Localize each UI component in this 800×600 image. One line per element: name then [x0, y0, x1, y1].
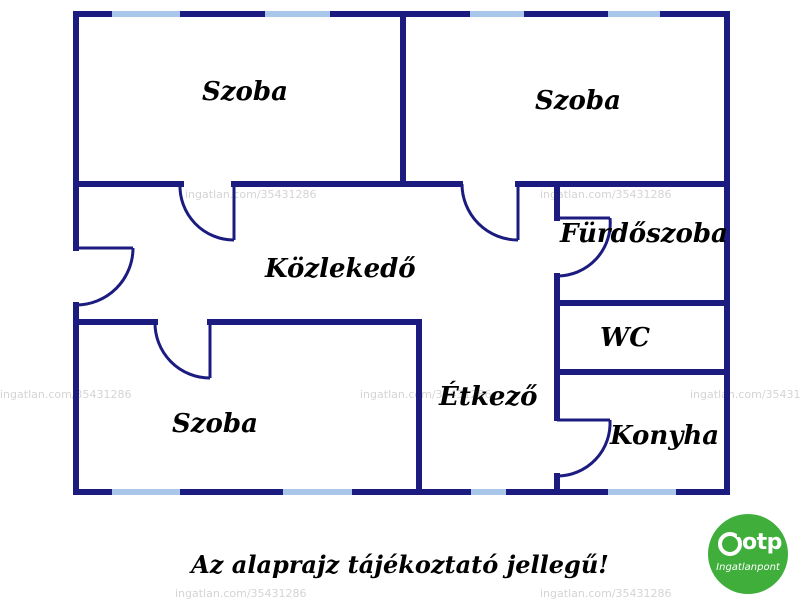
room-label-wc: WC — [600, 323, 650, 353]
disclaimer-text: Az alaprajz tájékoztató jellegű! — [191, 550, 609, 579]
watermark: ingatlan.com/35431286 — [185, 188, 317, 201]
room-label-kitchen: Konyha — [609, 421, 719, 451]
room-label-dining: Étkező — [438, 380, 538, 412]
otp-brand: otp — [742, 530, 782, 555]
room-label-bathroom: Fürdőszoba — [559, 219, 728, 249]
door-bedroom-top-left — [178, 183, 236, 242]
otp-ring-icon — [718, 529, 745, 556]
windows — [112, 11, 676, 495]
door-entrance — [75, 246, 135, 307]
door-kitchen — [556, 418, 612, 478]
room-labels: Szoba Szoba Fürdőszoba Közlekedő WC Étke… — [172, 77, 728, 451]
watermark: ingatlan.com/35431286 — [690, 388, 800, 401]
door-bedroom-top-right — [460, 183, 520, 242]
watermark: ingatlan.com/35431286 — [540, 587, 672, 600]
room-label-bedroom-top-left: Szoba — [202, 77, 288, 107]
door-bedroom-bottom-left — [153, 321, 212, 380]
room-label-bedroom-top-right: Szoba — [535, 86, 621, 116]
watermark: ingatlan.com/35431286 — [540, 188, 672, 201]
room-label-bedroom-bottom-left: Szoba — [172, 409, 258, 439]
doors — [75, 183, 612, 478]
otp-subtitle: Ingatlanpont — [716, 562, 780, 573]
room-label-hallway: Közlekedő — [264, 254, 416, 284]
watermark: ingatlan.com/35431286 — [0, 388, 132, 401]
door-bathroom — [556, 216, 612, 278]
watermarks: ingatlan.com/35431286 ingatlan.com/35431… — [0, 188, 800, 600]
otp-logo: otp Ingatlanpont — [708, 514, 788, 594]
watermark: ingatlan.com/35431286 — [360, 388, 492, 401]
watermark: ingatlan.com/35431286 — [175, 587, 307, 600]
walls — [73, 11, 730, 495]
